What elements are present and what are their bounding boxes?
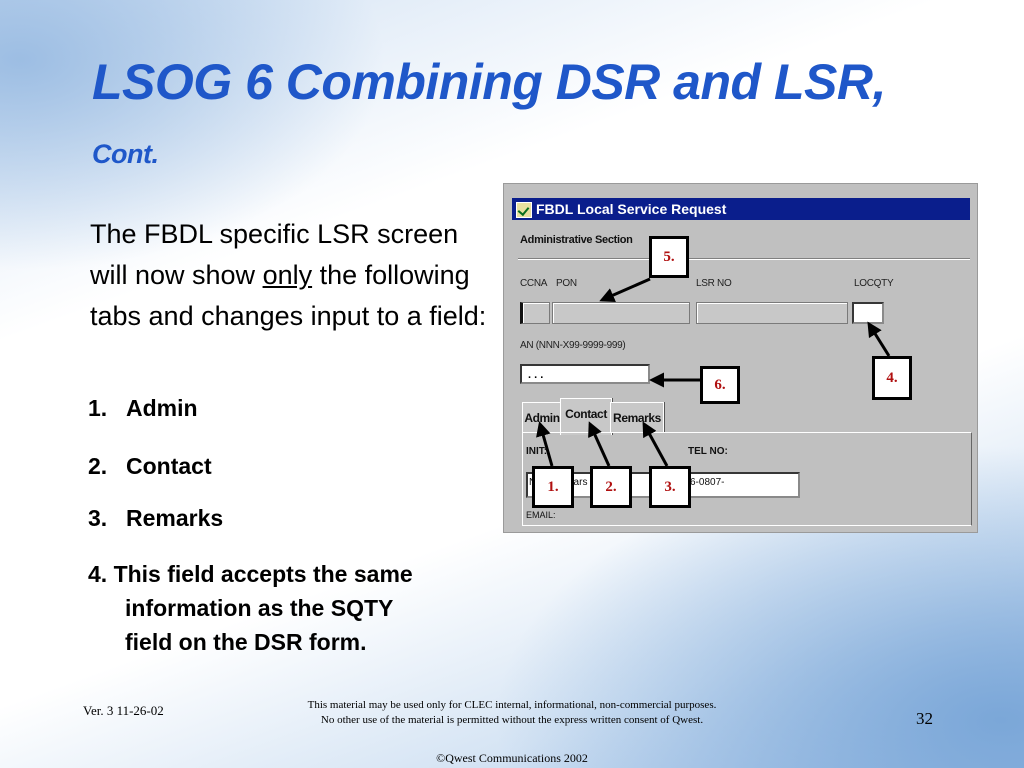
ccna-field[interactable] [520, 302, 550, 324]
callout-2: 2. [590, 466, 632, 508]
callout-arrows [536, 277, 891, 467]
list-item-label: Admin [126, 395, 198, 421]
callout-6: 6. [700, 366, 740, 404]
arrow-1 [536, 421, 554, 467]
pon-label: PON [556, 278, 577, 289]
intro-text-before: The FBDL specific LSR screen will now sh… [90, 219, 459, 290]
tel-value: 6-0807- [690, 477, 725, 488]
locqty-label: LOCQTY [854, 278, 894, 289]
footer-note-line1: This material may be used only for CLEC … [307, 699, 717, 711]
list-item-4: 4. This field accepts the same informati… [88, 557, 508, 659]
app-checkmark-icon [516, 202, 532, 218]
an-label: AN (NNN-X99-9999-999) [520, 340, 626, 351]
footer-copyright: ©Qwest Communications 2002 [436, 751, 588, 765]
callout-1: 1. [532, 466, 574, 508]
lsr-no-field[interactable] [696, 302, 848, 324]
section-divider [518, 258, 970, 260]
item4-line3: field on the DSR form. [125, 629, 367, 655]
callout-4: 4. [872, 356, 912, 400]
tab-contact[interactable]: Contact [560, 398, 612, 435]
list-item: 1. Admin [88, 395, 198, 422]
list-item-number: 2. [88, 453, 108, 479]
init-label: INIT: [526, 446, 548, 457]
list-item-label: Contact [126, 453, 212, 479]
arrow-5 [599, 277, 651, 303]
footer-version: Ver. 3 11-26-02 [83, 703, 164, 718]
item4-line1: 4. This field accepts the same [88, 561, 413, 587]
footer-disclaimer: This material may be used only for CLEC … [250, 698, 774, 728]
intro-paragraph: The FBDL specific LSR screen will now sh… [90, 214, 500, 337]
section-label: Administrative Section [520, 234, 633, 246]
window-title: FBDL Local Service Request [536, 201, 727, 217]
list-item: 2. Contact [88, 453, 212, 480]
window-titlebar: FBDL Local Service Request [512, 198, 970, 220]
arrow-2 [588, 421, 611, 467]
list-item: 3. Remarks [88, 505, 223, 532]
intro-emphasis: only [262, 260, 313, 290]
name-value: nars [568, 477, 588, 488]
tel-label: TEL NO: [688, 446, 728, 457]
intro-text-after: the following tabs and changes input to … [90, 260, 487, 331]
lsr-no-label: LSR NO [696, 278, 732, 289]
item4-line2: information as the SQTY [125, 595, 394, 621]
list-item-number: 3. [88, 505, 108, 531]
callout-3: 3. [649, 466, 691, 508]
page-number: 32 [916, 709, 933, 728]
callout-5: 5. [649, 236, 689, 278]
arrow-4 [867, 321, 891, 357]
tab-admin[interactable]: Admin [522, 402, 562, 433]
pon-field[interactable] [552, 302, 690, 324]
lsr-screen-screenshot: FBDL Local Service Request Administrativ… [504, 184, 977, 532]
list-item-label: Remarks [126, 505, 224, 531]
title-main: LSOG 6 Combining DSR and LSR, [92, 54, 886, 110]
tab-panel [522, 432, 972, 526]
arrow-3 [642, 421, 669, 467]
email-label: EMAIL: [526, 510, 556, 520]
ccna-label: CCNA [520, 278, 548, 289]
list-item-number: 1. [88, 395, 108, 421]
title-cont: Cont. [92, 139, 159, 169]
slide-title: LSOG 6 Combining DSR and LSR, Cont. [92, 50, 892, 186]
footer-note-line2: No other use of the material is permitte… [320, 714, 704, 726]
